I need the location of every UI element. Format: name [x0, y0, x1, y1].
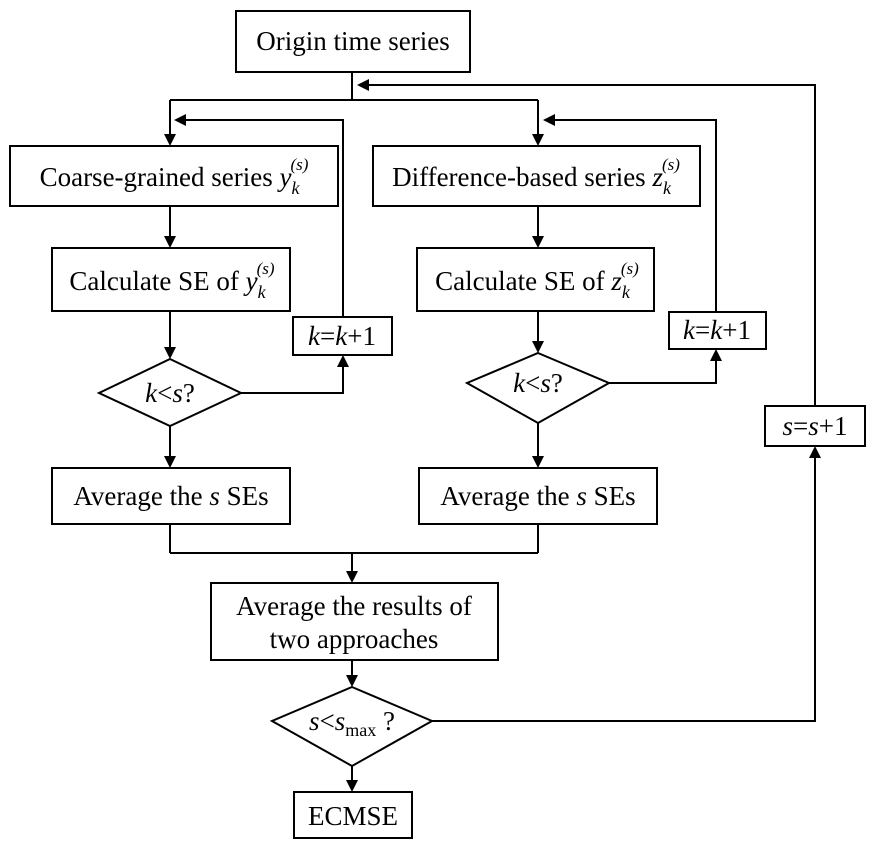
k-update-right-label: k=k+1 — [683, 315, 751, 345]
node-coarse-grained: Coarse-grained series yk(s) — [9, 145, 339, 207]
decision-k-check-right: k<s? — [464, 351, 612, 425]
arrowhead-to-check-left — [164, 347, 176, 359]
arrowhead-loop-left — [174, 114, 186, 126]
output-label: ECMSE — [308, 801, 398, 831]
arrowhead-to-calc-right — [532, 236, 544, 248]
connector-kupdate-loop-left — [186, 119, 344, 317]
diff-label: Difference-based series zk(s) — [392, 155, 680, 198]
arrowhead-to-supdate — [809, 446, 821, 458]
calc-right-label: Calculate SE of zk(s) — [435, 259, 639, 302]
arrowhead-to-scheck — [346, 675, 358, 687]
arrowhead-to-kupdate-left — [337, 355, 349, 367]
node-average-results: Average the results of two approaches — [210, 582, 499, 661]
k-check-right-label: k<s? — [513, 368, 563, 398]
average-left-label: Average the s SEs — [73, 481, 268, 511]
decision-s-check: s<smax ? — [269, 685, 435, 768]
node-s-update: s=s+1 — [764, 405, 866, 447]
arrowhead-to-avg-right — [532, 456, 544, 468]
connector-scheck-to-supdate — [432, 458, 816, 722]
arrowhead-loop-right — [543, 114, 555, 126]
connector-kupdate-loop-right — [555, 119, 717, 312]
arrowhead-to-diff — [532, 134, 544, 146]
calc-left-label: Calculate SE of yk(s) — [69, 259, 274, 302]
node-k-update-right: k=k+1 — [668, 311, 767, 350]
arrowheads — [164, 79, 821, 792]
connector-supdate-loop — [369, 84, 816, 406]
arrowhead-to-coarse — [164, 134, 176, 146]
arrowhead-to-output — [346, 780, 358, 792]
average-results-line1: Average the results of — [236, 591, 472, 621]
k-update-left-label: k=k+1 — [308, 321, 376, 351]
s-check-label: s<smax ? — [309, 706, 395, 740]
connector-check-to-kupdate-left — [241, 367, 344, 394]
decision-k-check-left: k<s? — [96, 357, 244, 428]
arrowhead-to-check-right — [532, 341, 544, 353]
s-update-label: s=s+1 — [783, 411, 848, 441]
node-calc-se-right: Calculate SE of zk(s) — [416, 247, 655, 312]
arrowhead-to-avg-results — [346, 571, 358, 583]
coarse-label: Coarse-grained series yk(s) — [40, 155, 309, 198]
arrowhead-loop-outer — [357, 79, 369, 91]
arrowhead-to-kupdate-right — [710, 349, 722, 361]
arrowhead-to-avg-left — [164, 456, 176, 468]
node-average-left: Average the s SEs — [51, 467, 291, 525]
node-k-update-left: k=k+1 — [292, 316, 393, 356]
k-check-left-label: k<s? — [145, 378, 195, 408]
average-results-line2: two approaches — [270, 624, 439, 654]
origin-label: Origin time series — [256, 26, 449, 56]
node-difference-based: Difference-based series zk(s) — [372, 145, 701, 207]
node-average-right: Average the s SEs — [418, 467, 658, 525]
node-output-ecmse: ECMSE — [293, 791, 413, 839]
node-calc-se-left: Calculate SE of yk(s) — [51, 247, 291, 312]
node-origin: Origin time series — [235, 10, 471, 73]
connector-check-to-kupdate-right — [609, 361, 717, 384]
arrowhead-to-calc-left — [164, 236, 176, 248]
connectors — [169, 72, 816, 780]
average-right-label: Average the s SEs — [440, 481, 635, 511]
